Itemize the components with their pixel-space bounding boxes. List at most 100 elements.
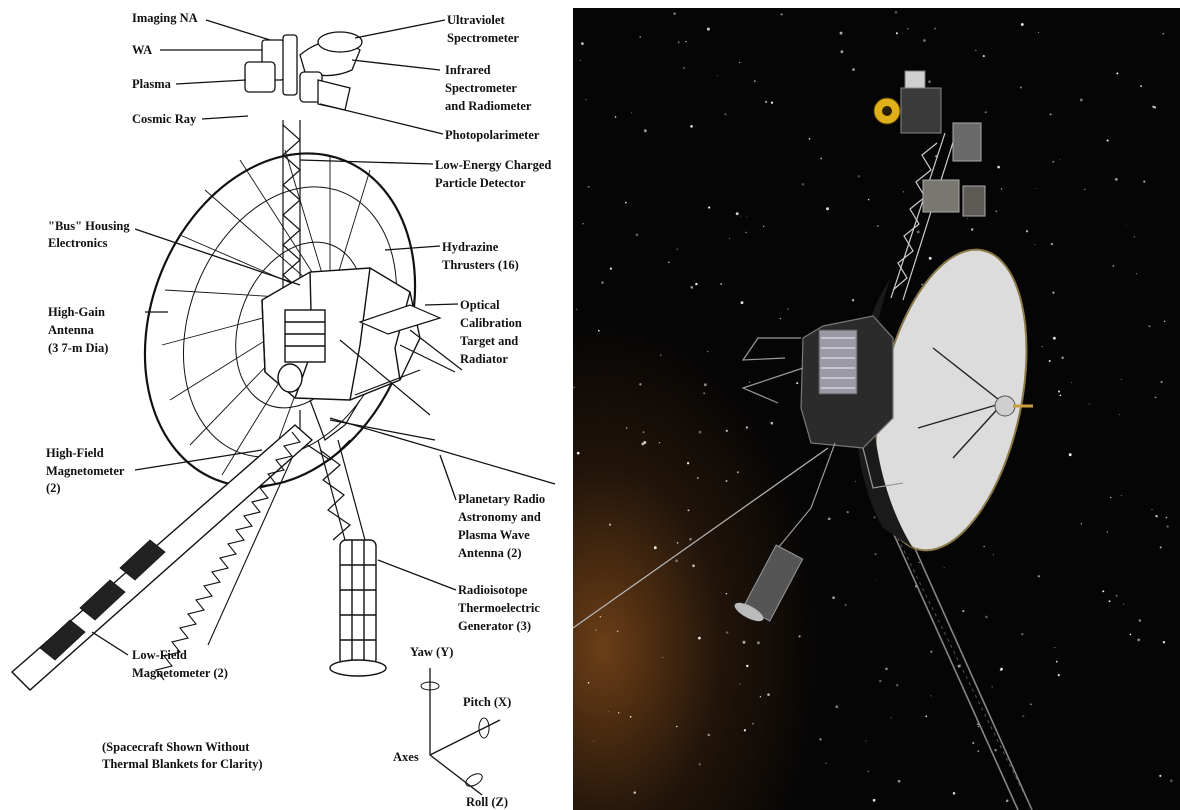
label-optical-line3: Target and	[460, 334, 518, 348]
star	[874, 553, 877, 556]
star	[1058, 390, 1060, 393]
star	[735, 212, 739, 216]
star	[1057, 674, 1060, 677]
label-optical-line1: Optical	[460, 298, 500, 312]
star	[894, 10, 898, 14]
star	[855, 480, 857, 482]
star	[759, 696, 762, 698]
note-line1: (Spacecraft Shown Without	[102, 740, 250, 754]
star	[798, 635, 801, 638]
star	[579, 59, 581, 61]
label-bus-line2: Electronics	[48, 236, 108, 250]
star	[872, 798, 876, 802]
star	[690, 125, 693, 128]
label-rtg-line3: Generator (3)	[458, 619, 531, 633]
star	[952, 792, 956, 795]
star	[676, 248, 678, 250]
star	[1115, 594, 1118, 597]
star	[1108, 600, 1111, 603]
pra-antenna-right	[329, 417, 556, 485]
star	[1049, 113, 1052, 116]
star	[1159, 774, 1162, 777]
label-lecp-line2: Particle Detector	[435, 176, 526, 190]
star	[696, 477, 699, 479]
star	[629, 716, 632, 718]
star	[1025, 230, 1029, 233]
render-science-boom	[890, 132, 956, 301]
star	[1138, 619, 1142, 622]
star	[1106, 531, 1109, 533]
label-hfm-line3: (2)	[46, 481, 61, 495]
star	[921, 283, 923, 286]
label-rtg-line2: Thermoelectric	[458, 601, 540, 615]
star	[597, 329, 600, 332]
label-pra-line3: Plasma Wave	[458, 528, 530, 542]
label-hga-line3: (3 7-m Dia)	[48, 341, 108, 355]
star	[994, 748, 997, 752]
star	[686, 462, 690, 465]
label-rtg-line1: Radioisotope	[458, 583, 528, 597]
star	[1020, 23, 1024, 26]
star	[779, 317, 782, 320]
label-photopolarimeter: Photopolarimeter	[445, 128, 540, 142]
star	[796, 382, 799, 385]
star	[736, 471, 740, 474]
star	[873, 516, 876, 519]
star	[840, 50, 844, 54]
render-subreflector	[994, 395, 1016, 417]
star	[1037, 31, 1040, 33]
star	[607, 711, 609, 712]
star	[703, 392, 705, 394]
star	[1116, 72, 1119, 75]
star-field	[573, 10, 1173, 802]
star	[808, 138, 811, 140]
star	[874, 579, 876, 581]
star	[1048, 359, 1051, 363]
label-hfm-line2: Magnetometer	[46, 464, 125, 478]
star	[614, 116, 617, 118]
star	[739, 683, 741, 685]
star	[587, 681, 590, 684]
star	[616, 630, 619, 633]
spacecraft-diagram-panel: Imaging NA WA Plasma Cosmic Ray Ultravio…	[0, 0, 570, 810]
star	[934, 27, 936, 30]
star	[698, 636, 701, 640]
star	[1165, 516, 1168, 519]
roll-rotation-icon	[465, 773, 483, 787]
spacecraft-diagram: Imaging NA WA Plasma Cosmic Ray Ultravio…	[10, 11, 556, 809]
star	[770, 101, 774, 104]
label-bus-line1: "Bus" Housing	[48, 219, 130, 233]
label-hfm-line1: High-Field	[46, 446, 104, 460]
star	[902, 191, 904, 193]
star	[867, 198, 870, 201]
star	[1159, 546, 1162, 549]
render-feed-struts	[917, 347, 1004, 459]
star	[928, 256, 932, 260]
scan-platform	[244, 31, 363, 111]
star	[725, 479, 728, 483]
rtg-boom	[317, 439, 366, 541]
star	[618, 712, 620, 714]
label-uvs-line2: Spectrometer	[447, 31, 519, 45]
star	[975, 49, 977, 52]
pitch-rotation-icon	[478, 717, 490, 739]
star	[1136, 273, 1137, 275]
spacecraft-render-panel	[573, 8, 1180, 810]
star	[1022, 715, 1025, 718]
star	[765, 100, 768, 103]
star	[1143, 180, 1146, 183]
star	[930, 695, 932, 697]
star	[625, 427, 628, 429]
star	[625, 201, 627, 204]
star	[717, 74, 718, 76]
star	[1041, 346, 1043, 347]
star	[896, 684, 899, 687]
star	[745, 231, 748, 234]
pitch-axis	[429, 719, 501, 756]
axes-triad: Yaw (Y) Pitch (X) Roll (Z) Axes	[393, 645, 511, 809]
star	[642, 431, 645, 433]
star	[575, 308, 578, 311]
star	[966, 217, 968, 220]
star	[585, 99, 587, 101]
label-axes: Axes	[393, 750, 419, 764]
